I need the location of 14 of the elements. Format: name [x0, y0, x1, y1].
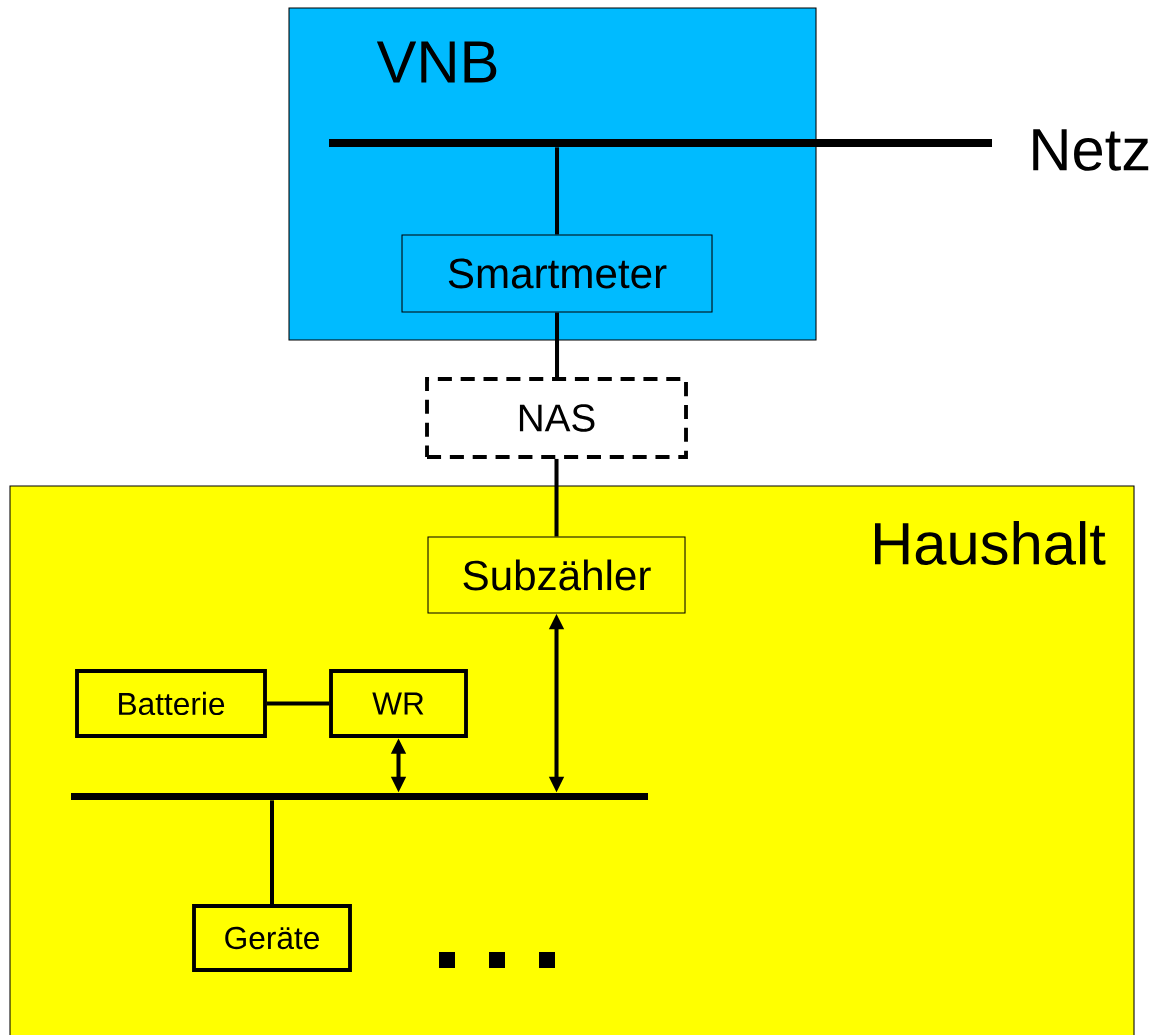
- connector-line: [270, 800, 275, 905]
- device-box: Batterie: [75, 669, 267, 738]
- house-bus-bar: [71, 793, 648, 800]
- device-box: Geräte: [192, 904, 352, 972]
- connector-line: [554, 458, 559, 537]
- gateway-box: NAS: [425, 377, 688, 459]
- submeter-box: Subzähler: [427, 536, 686, 614]
- device-box: WR: [329, 669, 468, 738]
- connector-line: [555, 147, 560, 235]
- meter-box: Smartmeter: [401, 234, 713, 313]
- connector-line: [266, 701, 330, 706]
- connector-line: [555, 312, 560, 378]
- grid-bus-bar: [329, 139, 992, 147]
- bus-label: Netz: [1033, 129, 1149, 171]
